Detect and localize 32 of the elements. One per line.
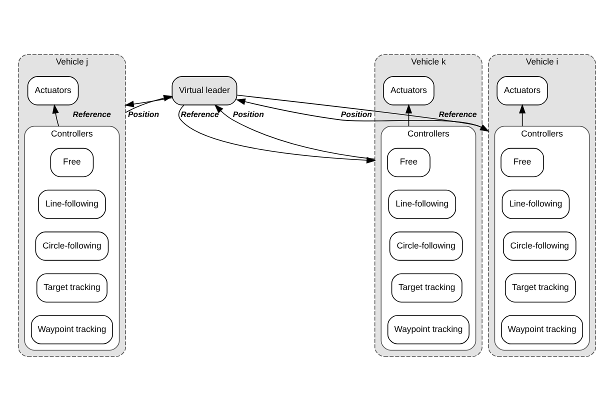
- node-box: Circle-following: [389, 232, 463, 261]
- node-box: Line-following: [38, 190, 106, 219]
- arrow: [125, 94, 174, 113]
- edge-label: Position: [128, 110, 160, 119]
- node-box: Waypoint tracking: [501, 315, 584, 344]
- node-box: Circle-following: [35, 232, 109, 261]
- arrow: [405, 104, 412, 127]
- edge-label: Reference: [438, 110, 477, 119]
- node-box: Target tracking: [36, 273, 108, 302]
- node-box: Line-following: [502, 190, 570, 219]
- node-box: Free: [50, 148, 94, 178]
- node-box: Waypoint tracking: [30, 315, 113, 344]
- arrow: [178, 104, 376, 164]
- node-box: Target tracking: [391, 273, 462, 302]
- edge-label: Position: [340, 110, 372, 119]
- node-box: Free: [500, 148, 544, 178]
- node-box: Free: [387, 148, 430, 178]
- node-box: Target tracking: [504, 273, 576, 302]
- arrow: [124, 97, 173, 108]
- edge-label: Reference: [180, 110, 219, 119]
- node-box: Actuators: [496, 76, 548, 106]
- node-box: Virtual leader: [172, 76, 238, 106]
- node-box: Line-following: [388, 190, 456, 219]
- arrow: [52, 104, 60, 127]
- arrow: [519, 104, 526, 127]
- node-box: Circle-following: [503, 232, 576, 261]
- edge-label: Position: [232, 110, 264, 119]
- node-box: Waypoint tracking: [387, 315, 470, 344]
- arrow: [214, 104, 376, 160]
- edge-label: Reference: [72, 110, 111, 119]
- node-box: Actuators: [27, 76, 79, 106]
- node-box: Actuators: [383, 76, 434, 106]
